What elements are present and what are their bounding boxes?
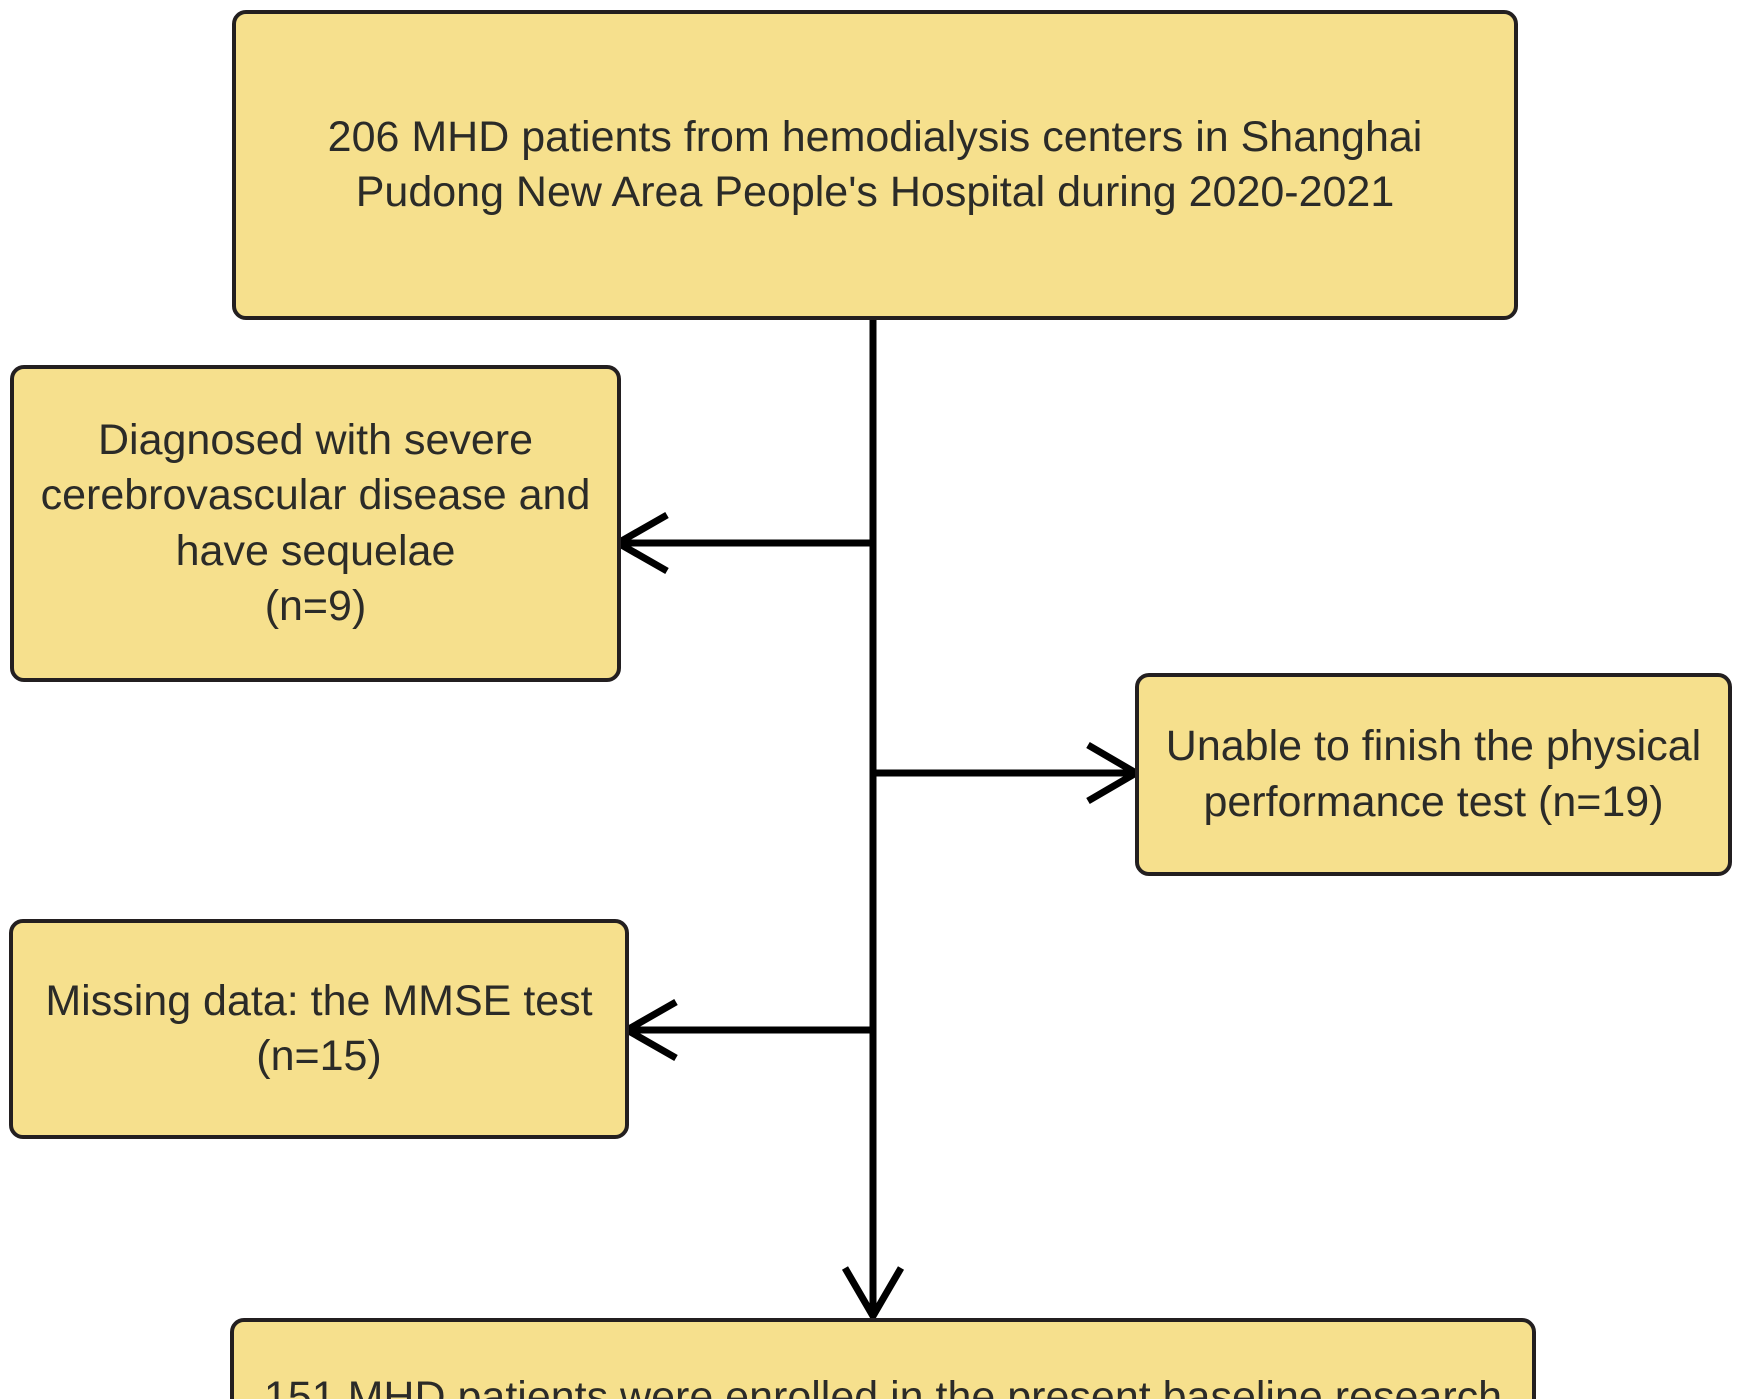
- node-source-population: 206 MHD patients from hemodialysis cente…: [232, 10, 1518, 320]
- trunk-arrowhead-down-icon: [841, 1266, 905, 1323]
- node-enrolled-cohort: 151 MHD patients were enrolled in the pr…: [230, 1318, 1536, 1399]
- node-exclusion-physical-performance: Unable to finish the physical performanc…: [1135, 673, 1732, 876]
- branch-2-arrowhead-right-icon: [1086, 741, 1143, 805]
- node-exclusion-missing-mmse: Missing data: the MMSE test (n=15): [9, 919, 629, 1139]
- node-exclusion-cerebrovascular-label: Diagnosed with severe cerebrovascular di…: [40, 416, 591, 630]
- node-exclusion-physical-performance-label: Unable to finish the physical performanc…: [1165, 722, 1702, 826]
- node-source-population-label: 206 MHD patients from hemodialysis cente…: [327, 112, 1423, 216]
- node-enrolled-cohort-label: 151 MHD patients were enrolled in the pr…: [263, 1373, 1503, 1399]
- branch-3-arrowhead-left-icon: [619, 998, 678, 1062]
- node-exclusion-cerebrovascular: Diagnosed with severe cerebrovascular di…: [10, 365, 621, 682]
- branch-1-arrowhead-left-icon: [610, 511, 669, 575]
- node-exclusion-missing-mmse-label: Missing data: the MMSE test (n=15): [45, 976, 593, 1080]
